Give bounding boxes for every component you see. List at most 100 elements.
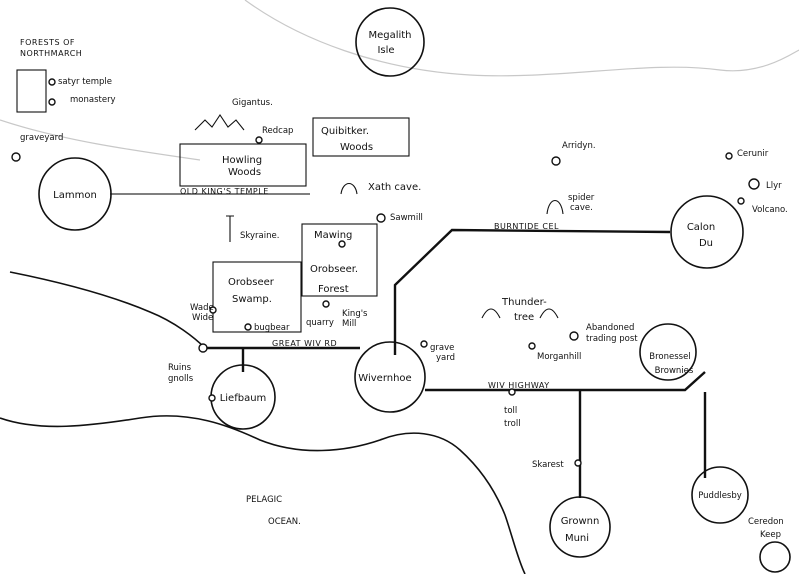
orobseer-forest-label-3: Forest [318, 284, 349, 295]
grave-yard-label-1: grave [430, 343, 454, 353]
ruins-label-2: gnolls [168, 374, 194, 384]
redcap-label: Redcap [262, 126, 293, 136]
arridyn-label: Arridyn. [562, 141, 596, 151]
title-line-1: FORESTS OF [20, 38, 75, 47]
orobseer-forest-label-2: Orobseer. [310, 264, 358, 275]
megalith-label-1: Megalith [368, 30, 411, 41]
cave-icon [340, 182, 358, 195]
llyr-marker [748, 178, 760, 190]
volcano-label: Volcano. [752, 205, 788, 215]
contour-line [244, 0, 799, 77]
grownn-muni-circle[interactable] [549, 496, 611, 558]
volcano-marker [737, 197, 745, 205]
wade-wide-label-1: Wade [190, 303, 214, 313]
grave-yard-label-2: yard [436, 353, 455, 363]
megalith-isle-circle[interactable] [355, 7, 425, 77]
quibitker-woods-box[interactable] [312, 117, 410, 157]
orobseer-swamp-label-1: Orobseer [228, 277, 275, 288]
thunder-tree-label-1: Thunder- [501, 297, 547, 308]
cerunir-label: Cerunir [737, 149, 769, 159]
monastery-marker [48, 98, 56, 106]
gigantus-label: Gigantus. [232, 98, 273, 108]
orobseer-forest-box[interactable] [301, 223, 378, 297]
sawmill-marker [376, 213, 386, 223]
forest-box-northmarch [16, 69, 47, 113]
monastery-label: monastery [70, 95, 116, 105]
wivernhoe-label: Wivernhoe [358, 373, 411, 384]
road-burntide [393, 228, 671, 355]
toll-troll-label-1: toll [504, 406, 517, 416]
quarry-label: quarry [306, 318, 334, 328]
trading-post-marker [569, 331, 579, 341]
graveyard-label: graveyard [20, 133, 63, 143]
gigantus-mountain-icon [194, 114, 245, 131]
howling-woods-box[interactable] [179, 143, 307, 187]
ceredon-keep-circle[interactable] [759, 541, 791, 573]
morganhill-label: Morganhill [537, 352, 581, 362]
orobseer-forest-label-1: Mawing [314, 230, 352, 241]
puddlesby-label: Puddlesby [698, 491, 742, 501]
morganhill-marker [528, 342, 536, 350]
ceredon-label-1: Ceredon [748, 517, 784, 527]
lammon-label: Lammon [53, 190, 97, 201]
cerunir-marker [725, 152, 733, 160]
contour-line [0, 119, 201, 161]
skarest-label: Skarest [532, 460, 564, 470]
bronessel-label-2: Brownies [655, 366, 694, 376]
bugbear-marker [244, 323, 252, 331]
ocean-label-1: PELAGIC [246, 495, 282, 505]
road-label-burntide: BURNTIDE CEL [494, 222, 559, 231]
quibitker-label-2: Woods [340, 142, 373, 153]
bugbear-label: bugbear [254, 323, 290, 333]
trading-post-label-2: trading post [586, 334, 638, 344]
spider-cave-label-2: cave. [570, 203, 593, 213]
kings-mill-label-1: King's [342, 309, 368, 319]
road-label-wiv-highway: WIV HIGHWAY [488, 381, 550, 390]
redcap-marker [255, 136, 263, 144]
wade-wide-label-2: Wide [192, 313, 213, 323]
mawing-marker [338, 240, 346, 248]
wivernhoe-town-circle[interactable] [354, 341, 426, 413]
thunder-tree-icon [481, 308, 559, 319]
trading-post-label-1: Abandoned [586, 323, 634, 333]
bronessel-circle[interactable] [639, 323, 697, 381]
megalith-label-2: Isle [377, 45, 394, 56]
sawmill-label: Sawmill [390, 213, 423, 223]
quibitker-label-1: Quibitker. [321, 126, 369, 137]
toll-troll-label-2: troll [504, 419, 521, 429]
grownn-label-2: Muni [565, 533, 589, 544]
skyraine-label: Skyraine. [240, 231, 279, 241]
ceredon-label-2: Keep [760, 530, 781, 540]
xath-cave-label: Xath cave. [368, 182, 421, 193]
liefbaum-gate-marker [208, 394, 216, 402]
spider-cave-icon [546, 199, 564, 215]
ruins-label-1: Ruins [168, 363, 192, 373]
grownn-label-1: Grownn [561, 516, 600, 527]
toll-troll-marker [508, 388, 516, 396]
bronessel-label-1: Bronessel [649, 352, 690, 362]
calon-du-label-2: Du [699, 238, 713, 249]
orobseer-swamp-box[interactable] [212, 261, 302, 333]
calon-du-label-1: Calon [687, 222, 715, 233]
spider-cave-label-1: spider [568, 193, 595, 203]
quarry-marker [322, 300, 330, 308]
tower-icon [226, 215, 234, 242]
satyr-temple-label: satyr temple [58, 77, 112, 87]
calon-du-town-circle[interactable] [670, 195, 744, 269]
llyr-label: Llyr [766, 181, 782, 191]
howling-woods-label-2: Woods [228, 167, 261, 178]
orobseer-swamp-label-2: Swamp. [232, 294, 272, 305]
wade-wide-marker [209, 306, 217, 314]
graveyard-marker [11, 152, 21, 162]
lammon-town-circle[interactable] [38, 157, 112, 231]
puddlesby-circle[interactable] [691, 466, 749, 524]
title-line-2: NORTHMARCH [20, 49, 82, 58]
satyr-temple-marker [48, 78, 56, 86]
road-label-great-wiv: GREAT WIV RD [272, 339, 337, 348]
grave-yard-marker [420, 340, 428, 348]
road-label-old-kings: OLD KING'S TEMPLE [180, 187, 269, 196]
coastline-lower [0, 415, 526, 574]
ocean-label-2: OCEAN. [268, 517, 301, 527]
